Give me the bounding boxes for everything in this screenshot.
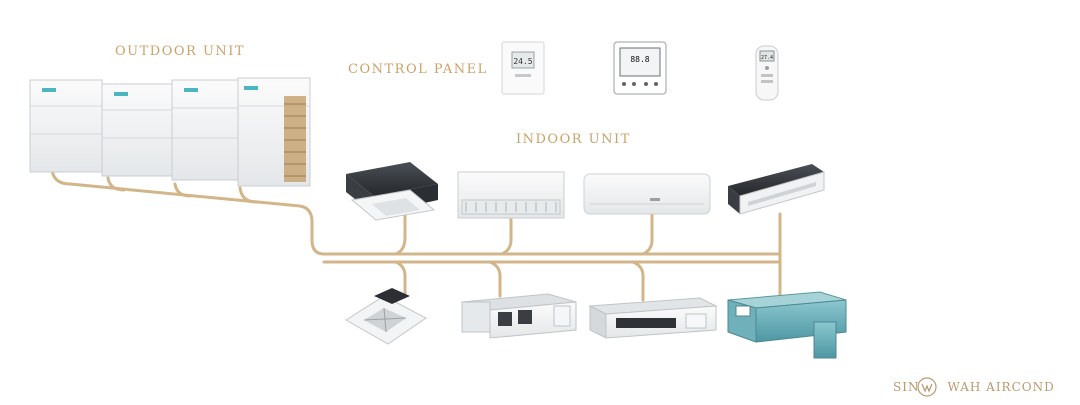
wall-thermostat: 24.5	[501, 41, 545, 95]
indoor-cassette-one-way	[728, 164, 825, 215]
refrigerant-piping	[50, 168, 782, 302]
indoor-duct-high-static	[461, 293, 577, 339]
outdoor-pipe-2	[106, 176, 126, 192]
brand-logo: SIN WAH AIRCOND	[893, 380, 1055, 394]
branch-up-3	[641, 212, 654, 256]
indoor-duct-slim	[588, 297, 718, 339]
outdoor-units	[29, 77, 311, 187]
indoor-wall-split	[583, 173, 711, 215]
wired-controller-display: 88.8	[630, 55, 649, 64]
indoor-unit-label: INDOOR UNIT	[516, 132, 631, 147]
indoor-ceiling-floor	[457, 171, 565, 219]
outdoor-unit-3	[171, 79, 245, 181]
wired-controller: 88.8	[613, 41, 667, 95]
sw-monogram-icon	[917, 377, 937, 397]
outdoor-unit-2	[101, 83, 175, 177]
branch-down-3	[631, 260, 645, 302]
remote-controller: 27.4	[755, 45, 779, 101]
branch-down-1	[394, 260, 407, 298]
branch-up-2	[500, 216, 513, 256]
outdoor-pipe-1	[50, 168, 326, 256]
indoor-round-cassette	[345, 288, 427, 345]
branch-down-2	[488, 260, 502, 298]
outdoor-unit-1	[29, 79, 103, 173]
outdoor-unit-4	[237, 77, 311, 187]
remote-display: 27.4	[761, 55, 773, 61]
outdoor-pipe-3	[173, 182, 192, 198]
outdoor-pipe-4	[238, 186, 258, 204]
indoor-cassette-four-way	[346, 162, 438, 221]
brand-name-right: WAH AIRCOND	[947, 380, 1055, 394]
branch-up-1	[394, 204, 407, 256]
outdoor-unit-label: OUTDOOR UNIT	[115, 44, 246, 59]
wall-thermostat-display: 24.5	[513, 57, 532, 66]
brand-name-left: SIN	[893, 380, 920, 394]
indoor-duct-large	[727, 291, 847, 359]
control-panel-label: CONTROL PANEL	[348, 62, 488, 77]
